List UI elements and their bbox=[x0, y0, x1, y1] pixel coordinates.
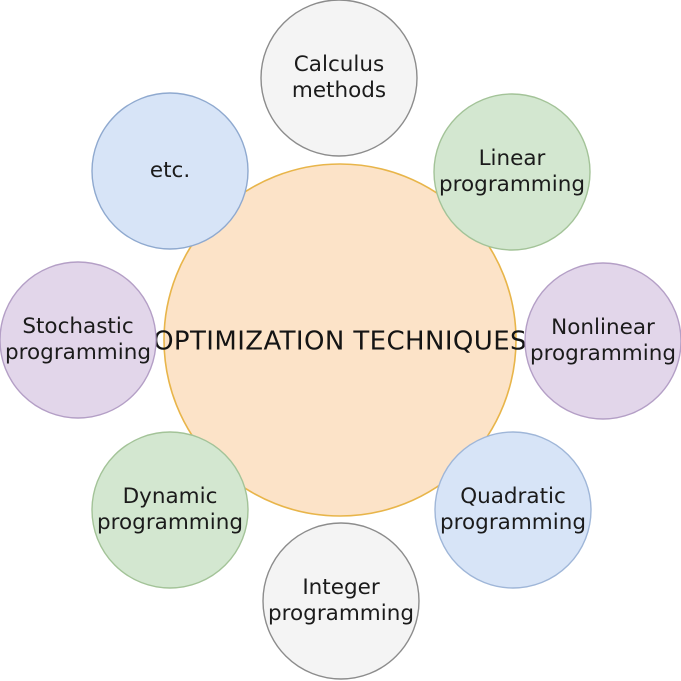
satellite-circle-integer-programming bbox=[262, 522, 420, 680]
satellite-circle-nonlinear-programming bbox=[524, 262, 681, 420]
satellite-label-line: Dynamic bbox=[123, 484, 218, 509]
satellite-node-etc[interactable]: etc. bbox=[91, 92, 249, 250]
center-node-label: OPTIMIZATION TECHNIQUES bbox=[153, 327, 527, 357]
satellite-label-line: methods bbox=[292, 78, 386, 103]
satellite-label-line: Linear bbox=[479, 146, 546, 171]
satellite-label-line: programming bbox=[268, 601, 414, 626]
satellite-label-line: programming bbox=[5, 340, 151, 365]
satellite-label-line: Stochastic bbox=[22, 314, 133, 339]
satellite-circle-dynamic-programming bbox=[91, 431, 249, 589]
satellite-label-line: Quadratic bbox=[460, 484, 566, 509]
center-node-circle bbox=[163, 163, 517, 517]
satellite-label-line: Integer bbox=[302, 575, 379, 600]
satellite-label-line: programming bbox=[440, 510, 586, 535]
satellite-circle-linear-programming bbox=[433, 93, 591, 251]
satellite-circle-etc bbox=[91, 92, 249, 250]
satellite-label-etc: etc. bbox=[150, 158, 190, 183]
satellite-circle-quadratic-programming bbox=[434, 431, 592, 589]
satellite-label-line: Calculus bbox=[294, 52, 384, 77]
satellite-label-line: programming bbox=[97, 510, 243, 535]
satellite-circle-stochastic-programming bbox=[0, 261, 157, 419]
satellite-label-line: programming bbox=[530, 341, 676, 366]
satellite-circle-calculus-methods bbox=[260, 0, 418, 157]
satellite-label-line: programming bbox=[439, 172, 585, 197]
center-node[interactable]: OPTIMIZATION TECHNIQUES bbox=[153, 163, 527, 517]
satellite-label-line: Nonlinear bbox=[551, 315, 655, 340]
satellite-label-line: etc. bbox=[150, 158, 190, 183]
